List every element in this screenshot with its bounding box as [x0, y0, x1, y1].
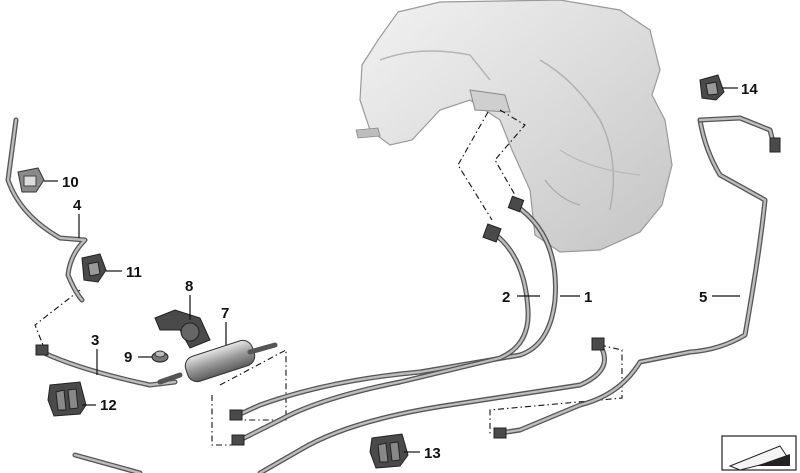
callout-14: 14 — [741, 81, 758, 98]
clip-14 — [699, 74, 725, 101]
connector-filter-a — [229, 409, 243, 421]
connection-lines — [34, 109, 623, 446]
callout-10: 10 — [62, 174, 79, 191]
callout-11: 11 — [126, 264, 142, 281]
nut — [151, 350, 169, 363]
fuel-line-bottom-inner — [73, 453, 142, 473]
filter-bracket — [154, 309, 211, 349]
leader-lines — [44, 87, 740, 453]
callout-4: 4 — [73, 197, 82, 214]
connector-1 — [507, 195, 525, 213]
clip-10 — [17, 167, 45, 193]
callout-12: 12 — [100, 397, 117, 414]
connector-14 — [769, 137, 781, 153]
connector-bottom — [493, 427, 507, 439]
clip-12 — [47, 381, 87, 417]
callout-labels: 10 4 11 3 12 8 7 9 2 1 5 13 14 — [62, 81, 758, 462]
callout-7: 7 — [221, 305, 229, 322]
callout-9: 9 — [124, 349, 132, 366]
fuel-tank — [355, 0, 673, 253]
callout-2: 2 — [502, 289, 510, 306]
fuel-line-1-2 — [235, 202, 607, 473]
connector-2 — [482, 223, 502, 243]
fuel-line-left — [5, 117, 178, 388]
connector-filter-b — [231, 434, 245, 446]
fuel-filter — [157, 339, 278, 385]
callout-13: 13 — [424, 445, 441, 462]
clip-11 — [81, 253, 107, 283]
callout-1: 1 — [584, 289, 592, 306]
callout-3: 3 — [91, 332, 99, 349]
clip-13 — [369, 433, 409, 469]
callout-5: 5 — [699, 289, 707, 306]
connector-5 — [591, 337, 605, 351]
wedge-arrow-icon — [721, 435, 797, 471]
callout-8: 8 — [185, 278, 193, 295]
connector-3 — [35, 344, 49, 356]
